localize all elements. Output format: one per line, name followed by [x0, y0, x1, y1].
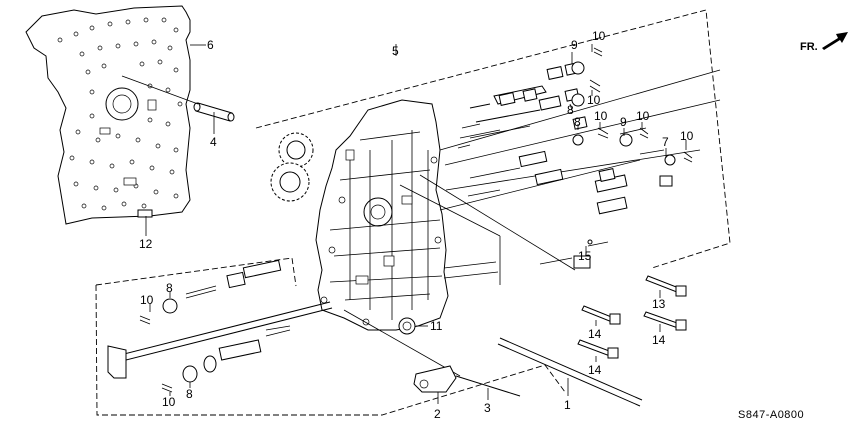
callout-9b: 9: [620, 115, 627, 129]
lower-left-parts: [107, 259, 333, 393]
callout-10f: 10: [140, 293, 154, 307]
callout-14b: 14: [652, 333, 666, 347]
nut: [398, 317, 416, 335]
callout-10g: 10: [162, 395, 176, 409]
callout-15: 15: [578, 249, 592, 263]
callout-10d: 10: [636, 109, 650, 123]
direction-indicator: FR.: [800, 32, 848, 53]
separator-plate: [25, 5, 191, 225]
small-pin: [137, 209, 153, 218]
callout-labels: 6 4 12 5 9 10 8 10 8 10 9 10 7 10 15 13 …: [139, 29, 694, 421]
callout-14a: 14: [588, 327, 602, 341]
callout-3: 3: [484, 401, 491, 415]
callout-10c: 10: [594, 109, 608, 123]
callout-14c: 14: [588, 363, 602, 377]
callout-8c: 8: [166, 281, 173, 295]
control-lever-parts: [343, 309, 643, 407]
callout-8b: 8: [574, 115, 581, 129]
direction-label: FR.: [800, 41, 818, 53]
callout-5: 5: [392, 44, 399, 58]
fr-arrow-icon: [822, 32, 848, 50]
bolts: [577, 275, 687, 359]
gear-assembly: [270, 132, 314, 202]
assembly-frame: [95, 9, 731, 416]
callout-7: 7: [662, 135, 669, 149]
callout-2: 2: [434, 407, 441, 421]
callout-10b: 10: [587, 93, 601, 107]
callout-9a: 9: [571, 38, 578, 52]
callout-11: 11: [430, 319, 443, 333]
callout-13: 13: [652, 297, 666, 311]
diagram-code: S847-A0800: [738, 409, 804, 421]
callout-10e: 10: [680, 129, 694, 143]
leader-lines: [145, 44, 687, 404]
callout-4: 4: [210, 135, 217, 149]
main-valve-body: [315, 99, 449, 331]
callout-10a: 10: [592, 29, 606, 43]
callout-1: 1: [564, 398, 571, 412]
callout-8a: 8: [567, 103, 574, 117]
callout-8d: 8: [186, 387, 193, 401]
valve-spool-set: [399, 47, 721, 285]
callout-12: 12: [139, 237, 153, 251]
callout-6: 6: [207, 38, 214, 52]
